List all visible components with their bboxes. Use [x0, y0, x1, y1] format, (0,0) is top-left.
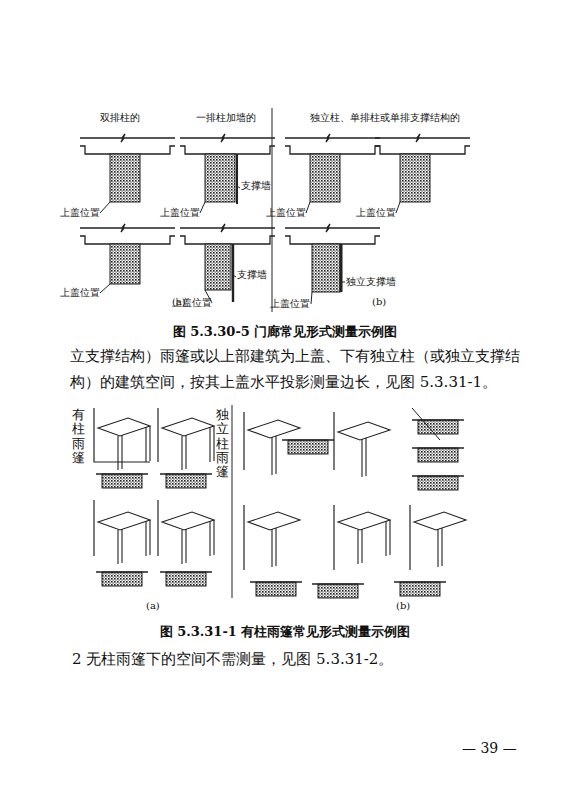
panel-label: (a): [172, 296, 186, 308]
porch-figure: [80, 108, 470, 312]
figure-caption: 图 5.3.31-1 有柱雨篷常见形式测量示例图: [160, 624, 411, 640]
panel-label: (b): [396, 600, 410, 612]
panel-label: (b): [372, 296, 386, 308]
panel-label: (a): [146, 600, 160, 612]
vertical-label: 有柱雨篷: [72, 408, 85, 465]
figure-heading: 双排柱的: [100, 112, 140, 124]
body-text: 立支撑结构）雨篷或以上部建筑为上盖、下有独立柱（或独立支撑结构）的建筑空间，按其…: [70, 343, 520, 395]
canopy-figure: [94, 405, 466, 598]
figure-heading: 独立柱、单排柱或单排支撑结构的: [310, 112, 460, 124]
part-label: 上盖位置: [270, 298, 310, 310]
body-text: 2 无柱雨篷下的空间不需测量，见图 5.3.31-2。: [72, 650, 393, 668]
part-label: 独立支撑墙: [346, 276, 396, 288]
part-label: 上盖位置: [266, 207, 306, 219]
figure-heading: 一排柱加墙的: [196, 112, 256, 124]
part-label: 支撑墙: [237, 269, 267, 281]
part-label: 支撑墙: [241, 180, 271, 192]
figure-caption: 图 5.3.30-5 门廊常见形式测量示例图: [173, 324, 398, 340]
vertical-label: 独立柱雨篷: [216, 408, 229, 479]
part-label: 上盖位置: [60, 287, 100, 299]
part-label: 上盖位置: [60, 207, 100, 219]
page-number: — 39 —: [462, 740, 517, 757]
part-label: 上盖位置: [160, 207, 200, 219]
part-label: 上盖位置: [356, 207, 396, 219]
